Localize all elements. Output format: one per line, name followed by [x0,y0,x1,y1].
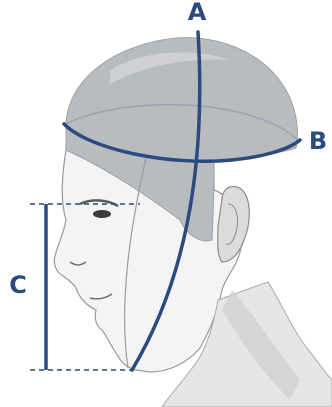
ear [218,186,250,262]
label-c: C [9,271,27,299]
eye [93,210,111,218]
label-b: B [309,127,327,155]
label-a: A [188,0,207,26]
